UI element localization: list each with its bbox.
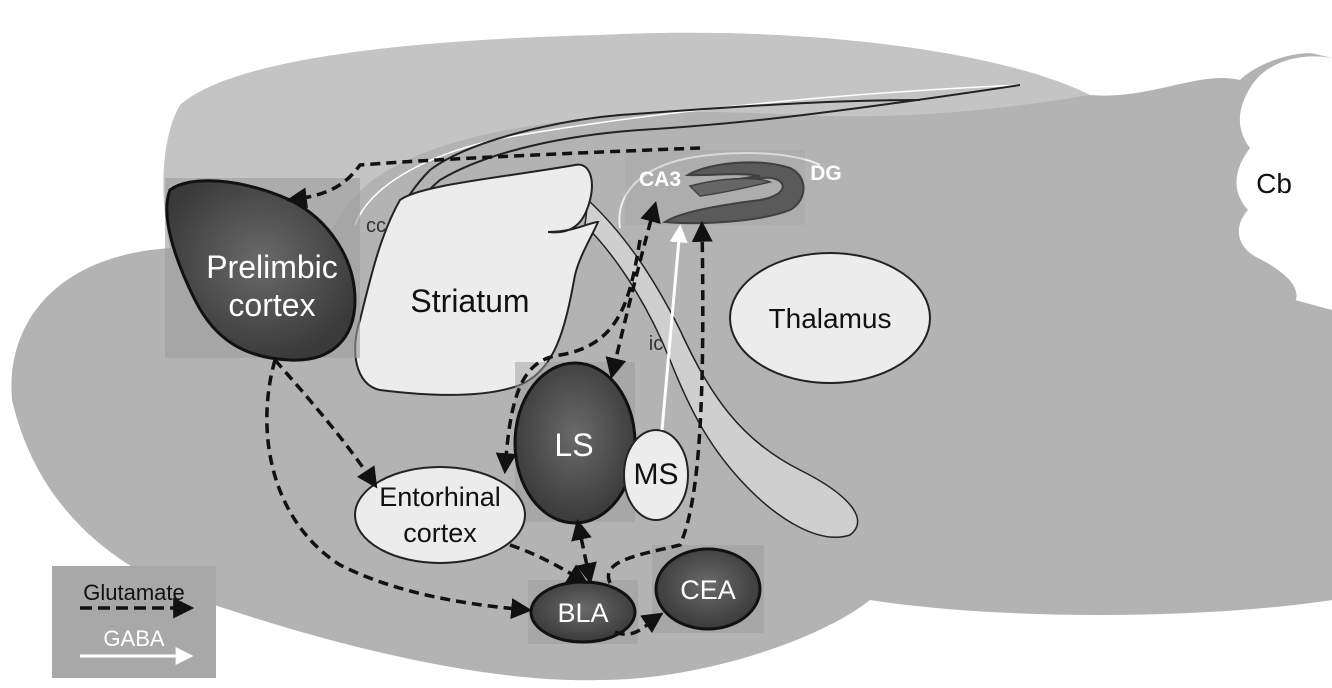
legend-gaba-label: GABA: [103, 626, 164, 651]
dg-label: DG: [810, 162, 842, 185]
bla-label: BLA: [557, 598, 608, 628]
ls-label: LS: [554, 427, 593, 463]
entorhinal-label-line1: Entorhinal: [379, 482, 501, 512]
entorhinal-label-line2: cortex: [403, 518, 477, 548]
ca3-label: CA3: [639, 168, 681, 191]
cea-label: CEA: [680, 575, 736, 605]
prelimbic-label-line2: cortex: [228, 287, 315, 323]
legend: Glutamate GABA: [52, 566, 216, 678]
ic-label: ic: [649, 333, 663, 355]
legend-glutamate-label: Glutamate: [83, 580, 185, 605]
cerebellum-label: Cb: [1256, 168, 1292, 199]
prelimbic-label-line1: Prelimbic: [206, 249, 338, 285]
cc-label: cc: [366, 215, 386, 237]
ms-label: MS: [634, 458, 679, 491]
thalamus-label: Thalamus: [769, 303, 892, 334]
striatum-label: Striatum: [410, 283, 529, 319]
